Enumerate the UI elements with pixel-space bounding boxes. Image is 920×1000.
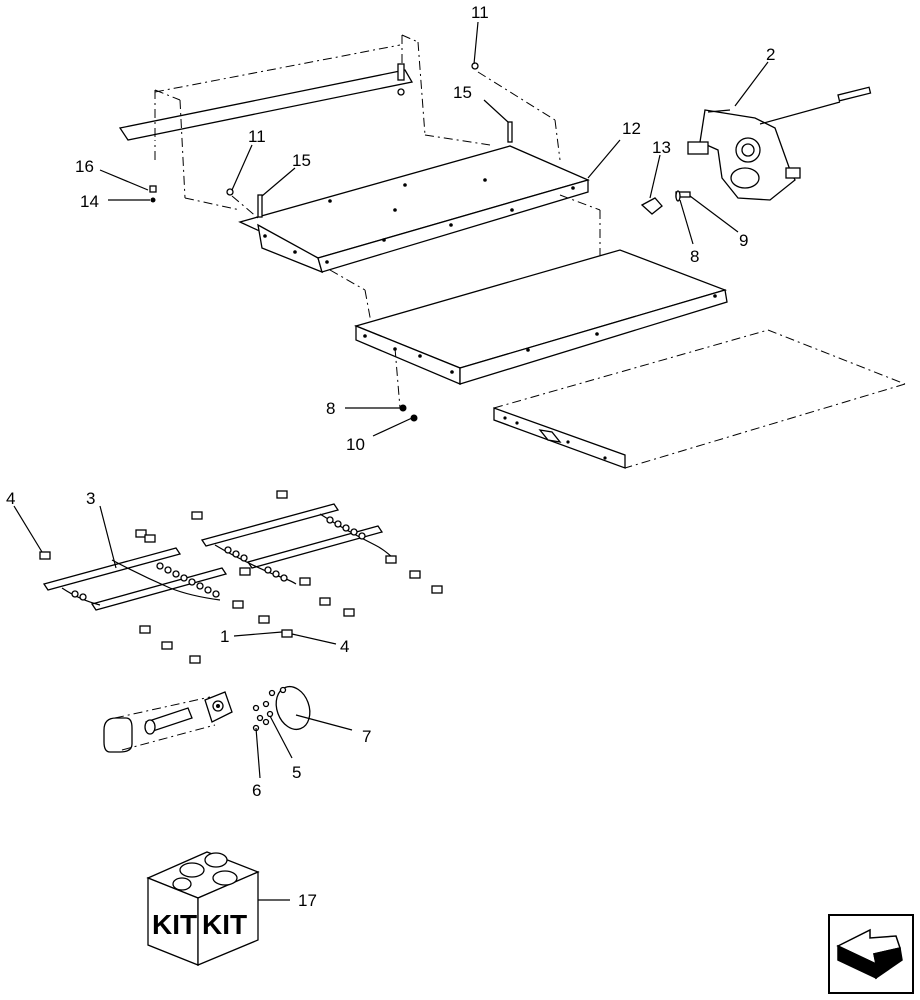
callout-12: 12	[622, 119, 641, 138]
bolt-11-left	[226, 188, 234, 196]
callout-8-right: 8	[690, 247, 699, 266]
bolt-11-top	[471, 62, 479, 70]
bolts-5-6	[252, 686, 287, 732]
next-page-arrow-icon	[836, 928, 903, 980]
callout-15-top: 15	[453, 83, 472, 102]
pan-12	[238, 145, 590, 274]
callout-13: 13	[652, 138, 671, 157]
gearbox-2	[687, 86, 872, 201]
callout-7: 7	[362, 727, 371, 746]
kit-label-left: KIT	[152, 909, 197, 940]
leader-lines	[13, 21, 769, 901]
connector-links	[39, 490, 443, 664]
middle-pan	[354, 249, 728, 385]
lower-pan-ghost	[493, 329, 906, 469]
nut-8-10	[399, 404, 418, 422]
callout-9: 9	[739, 231, 748, 250]
callout-8-lower: 8	[326, 399, 335, 418]
cover-plate-7	[275, 685, 311, 731]
callout-4-left: 4	[6, 489, 15, 508]
kit-label-right: KIT	[202, 909, 247, 940]
callout-11-left: 11	[248, 127, 266, 146]
callout-6: 6	[252, 781, 261, 800]
upper-shield-plate	[118, 34, 491, 211]
callout-16: 16	[75, 157, 94, 176]
callout-10: 10	[346, 435, 365, 454]
hardware-shield-top	[397, 63, 405, 96]
bearing-flange	[204, 691, 233, 723]
callout-15-left: 15	[292, 151, 311, 170]
callout-4-right: 4	[340, 637, 349, 656]
callout-14: 14	[80, 192, 99, 211]
bearing-cover-left	[103, 717, 133, 753]
callout-3: 3	[86, 489, 95, 508]
callout-1: 1	[220, 627, 229, 646]
slat-chain-right	[200, 503, 396, 585]
part-8-washer	[675, 190, 681, 202]
callout-numbers: 11 15 2 12 13 9 8 16 14 11 15 8 10 4 3 1…	[6, 3, 775, 910]
callout-2: 2	[766, 45, 775, 64]
bolt-15-left	[257, 194, 263, 218]
callout-5: 5	[292, 763, 301, 782]
bolt-15-top	[507, 121, 513, 143]
callout-17: 17	[298, 891, 317, 910]
part-13-bracket	[640, 197, 663, 215]
shaft	[144, 707, 193, 735]
kit-box-17: KIT KIT	[146, 851, 260, 966]
hardware-14-16	[149, 185, 157, 203]
callout-11-top: 11	[471, 3, 489, 22]
next-page-button[interactable]	[828, 914, 914, 994]
slat-chain-left	[42, 547, 228, 611]
